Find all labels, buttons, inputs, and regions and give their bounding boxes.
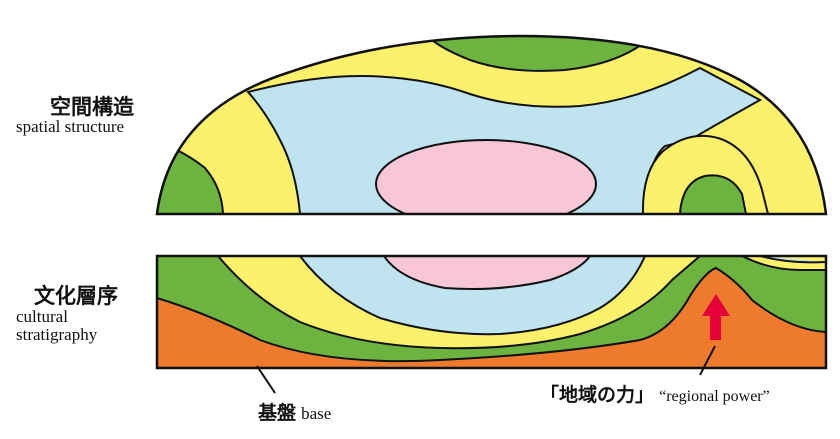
cultural-stratigraphy-label-en-line2: stratigraphy	[16, 325, 98, 344]
strat-pink-layer	[382, 256, 592, 290]
base-leader-line	[256, 365, 276, 394]
dome-outline	[155, 34, 828, 216]
regional-power-label-en: “regional power”	[659, 388, 770, 405]
strat-right-yellow-layer	[741, 256, 826, 271]
strat-outline	[155, 254, 828, 370]
regional-power-label-jp: 「地域の力」	[540, 384, 655, 406]
base-label-en: base	[301, 404, 332, 423]
spatial-structure-dome	[155, 34, 828, 216]
dome-top-green-zone	[429, 36, 651, 72]
strat-orange-base	[157, 266, 826, 368]
base-label-jp: 基盤	[258, 402, 297, 424]
regional-power-arrow-icon	[702, 294, 730, 340]
regional-power-label: 「地域の力」 “regional power”	[540, 380, 770, 407]
dome-pink-core	[375, 139, 597, 214]
cultural-stratigraphy-label-jp: 文化層序	[34, 284, 118, 308]
regional-power-leader-line	[699, 345, 716, 376]
base-label: 基盤 base	[258, 398, 331, 425]
cultural-stratigraphy-section	[155, 254, 828, 370]
spatial-structure-label-jp: 空間構造	[50, 95, 134, 119]
spatial-structure-label-en: spatial structure	[16, 117, 125, 136]
dome-right-green-zone	[678, 174, 748, 214]
cultural-stratigraphy-label-en-line1: cultural	[16, 307, 68, 326]
